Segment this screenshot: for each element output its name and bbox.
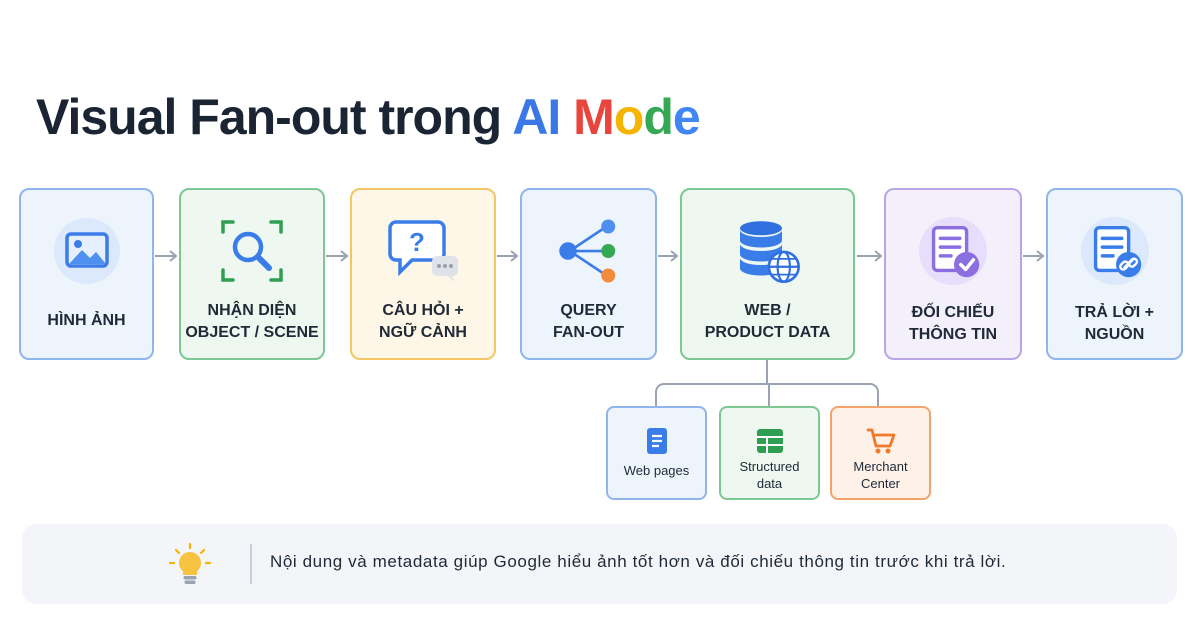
table-icon: [755, 426, 785, 456]
image-icon: [52, 216, 122, 286]
document-check-icon: [918, 216, 988, 286]
title-ai: AI: [512, 89, 561, 145]
step-question: ? CÂU HỎI + NGỮ CẢNH: [350, 188, 496, 360]
arrow-icon: [1023, 250, 1045, 262]
source-label: Merchant Center: [853, 459, 908, 491]
question-chat-icon: ?: [388, 216, 458, 286]
step-label: ĐỐI CHIẾU THÔNG TIN: [909, 304, 997, 343]
page-title: Visual Fan-out trong AI Mode: [36, 88, 701, 146]
note-text: Nội dung và metadata giúp Google hiểu ản…: [270, 552, 1007, 571]
step-answer: TRẢ LỜI + NGUỒN: [1046, 188, 1183, 360]
arrow-icon: [658, 250, 679, 262]
step-label: TRẢ LỜI + NGUỒN: [1075, 304, 1154, 343]
source-label: Structured data: [739, 459, 800, 491]
title-mode-o: o: [613, 89, 645, 145]
step-label: HÌNH ẢNH: [47, 312, 126, 329]
step-label: CÂU HỎI + NGỮ CẢNH: [379, 302, 467, 341]
source-connector: [655, 360, 879, 406]
title-mode-d: d: [643, 89, 674, 145]
title-prefix: Visual Fan-out trong: [36, 89, 513, 145]
note-divider: [250, 544, 252, 584]
title-mode-m: M: [573, 89, 615, 145]
step-detect: NHẬN DIỆN OBJECT / SCENE: [179, 188, 325, 360]
source-structured-data: Structured data: [719, 406, 820, 500]
arrow-icon: [326, 250, 349, 262]
source-label: Web pages: [623, 463, 690, 478]
step-label: WEB / PRODUCT DATA: [704, 302, 831, 341]
scan-search-icon: [217, 216, 287, 286]
title-mode-e: e: [672, 89, 701, 145]
step-query-fanout: QUERY FAN-OUT: [520, 188, 657, 360]
step-label: QUERY FAN-OUT: [552, 302, 625, 341]
step-verify: ĐỐI CHIẾU THÔNG TIN: [884, 188, 1022, 360]
info-note: Nội dung và metadata giúp Google hiểu ản…: [22, 524, 1177, 604]
step-image: HÌNH ẢNH: [19, 188, 154, 360]
fan-out-icon: [554, 216, 624, 286]
arrow-icon: [497, 250, 519, 262]
arrow-icon: [155, 250, 178, 262]
source-merchant-center: Merchant Center: [830, 406, 931, 500]
cart-icon: [866, 426, 896, 456]
arrow-icon: [857, 250, 883, 262]
svg-text:?: ?: [409, 227, 425, 257]
step-web-product-data: WEB / PRODUCT DATA: [680, 188, 855, 360]
source-web-pages: Web pages: [606, 406, 707, 500]
document-icon: [642, 426, 672, 456]
database-globe-icon: [733, 216, 803, 286]
lightbulb-icon: [167, 542, 213, 588]
step-label: NHẬN DIỆN OBJECT / SCENE: [185, 302, 319, 341]
document-link-icon: [1080, 216, 1150, 286]
